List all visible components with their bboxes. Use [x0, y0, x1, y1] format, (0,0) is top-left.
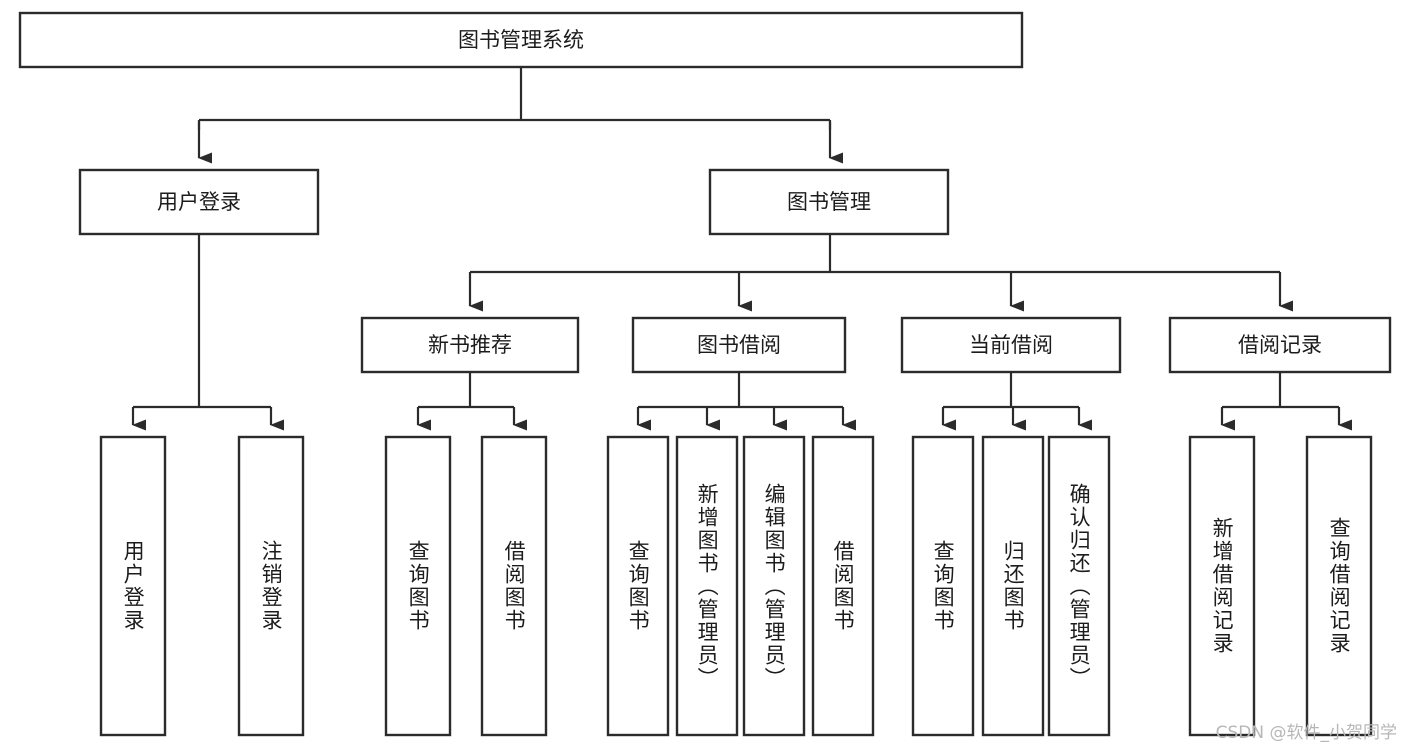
- leaf-box-query-book-current[interactable]: [911, 435, 975, 737]
- node-root-box[interactable]: [18, 11, 1024, 69]
- node-root-label: 图书管理系统: [458, 28, 584, 52]
- connector-book-mgmt-stem: [470, 234, 1280, 274]
- node-new-book-recommend-box[interactable]: [360, 316, 580, 374]
- leaf-box-edit-book-admin[interactable]: [742, 435, 806, 737]
- leaf-box-query-book-borrow[interactable]: [606, 435, 670, 737]
- watermark-text: CSDN @软件_小贺同学: [1215, 723, 1397, 743]
- connector-borrow-stem: [638, 372, 843, 409]
- connector-record-stem: [1222, 372, 1339, 409]
- node-current-borrow-box[interactable]: [900, 316, 1122, 374]
- leaf-box-user-login[interactable]: [99, 435, 167, 737]
- node-book-borrow[interactable]: 图书借阅: [631, 316, 847, 374]
- node-borrow-record[interactable]: 借阅记录: [1168, 316, 1392, 374]
- connector-layer: [131, 67, 1352, 431]
- leaf-box-add-borrow-record[interactable]: [1188, 435, 1256, 737]
- leaf-box-query-book-new[interactable]: [384, 435, 452, 737]
- node-book-management[interactable]: 图书管理: [708, 168, 950, 236]
- leaf-box-confirm-return-admin[interactable]: [1047, 435, 1111, 737]
- node-borrow-record-box[interactable]: [1168, 316, 1392, 374]
- node-current-borrow[interactable]: 当前借阅: [900, 316, 1122, 374]
- leaf-box-return-book[interactable]: [981, 435, 1045, 737]
- connector-root-bus: [197, 67, 832, 130]
- node-new-book-recommend-label: 新书推荐: [428, 333, 512, 357]
- node-book-borrow-box[interactable]: [631, 316, 847, 374]
- node-root[interactable]: 图书管理系统: [18, 11, 1024, 69]
- node-borrow-record-label: 借阅记录: [1238, 333, 1322, 357]
- leaf-box-logout-login[interactable]: [237, 435, 305, 737]
- node-user-login[interactable]: 用户登录: [78, 168, 320, 236]
- node-layer: 图书管理系统 用户登录 图书管理 新书推荐 图书借阅 当前: [18, 11, 1392, 737]
- leaf-box-add-book-admin[interactable]: [675, 435, 739, 737]
- connector-current-stem: [943, 372, 1079, 409]
- node-user-login-label: 用户登录: [157, 190, 241, 214]
- node-current-borrow-label: 当前借阅: [969, 333, 1053, 357]
- node-user-login-box[interactable]: [78, 168, 320, 236]
- node-book-management-box[interactable]: [708, 168, 950, 236]
- leaf-box-query-borrow-record[interactable]: [1305, 435, 1373, 737]
- connector-user-login-stem: [133, 234, 271, 409]
- leaf-box-borrow-book[interactable]: [811, 435, 875, 737]
- leaf-box-borrow-book-new[interactable]: [480, 435, 548, 737]
- node-new-book-recommend[interactable]: 新书推荐: [360, 316, 580, 374]
- connector-new-book-stem: [418, 372, 514, 409]
- node-book-management-label: 图书管理: [787, 190, 871, 214]
- node-book-borrow-label: 图书借阅: [697, 333, 781, 357]
